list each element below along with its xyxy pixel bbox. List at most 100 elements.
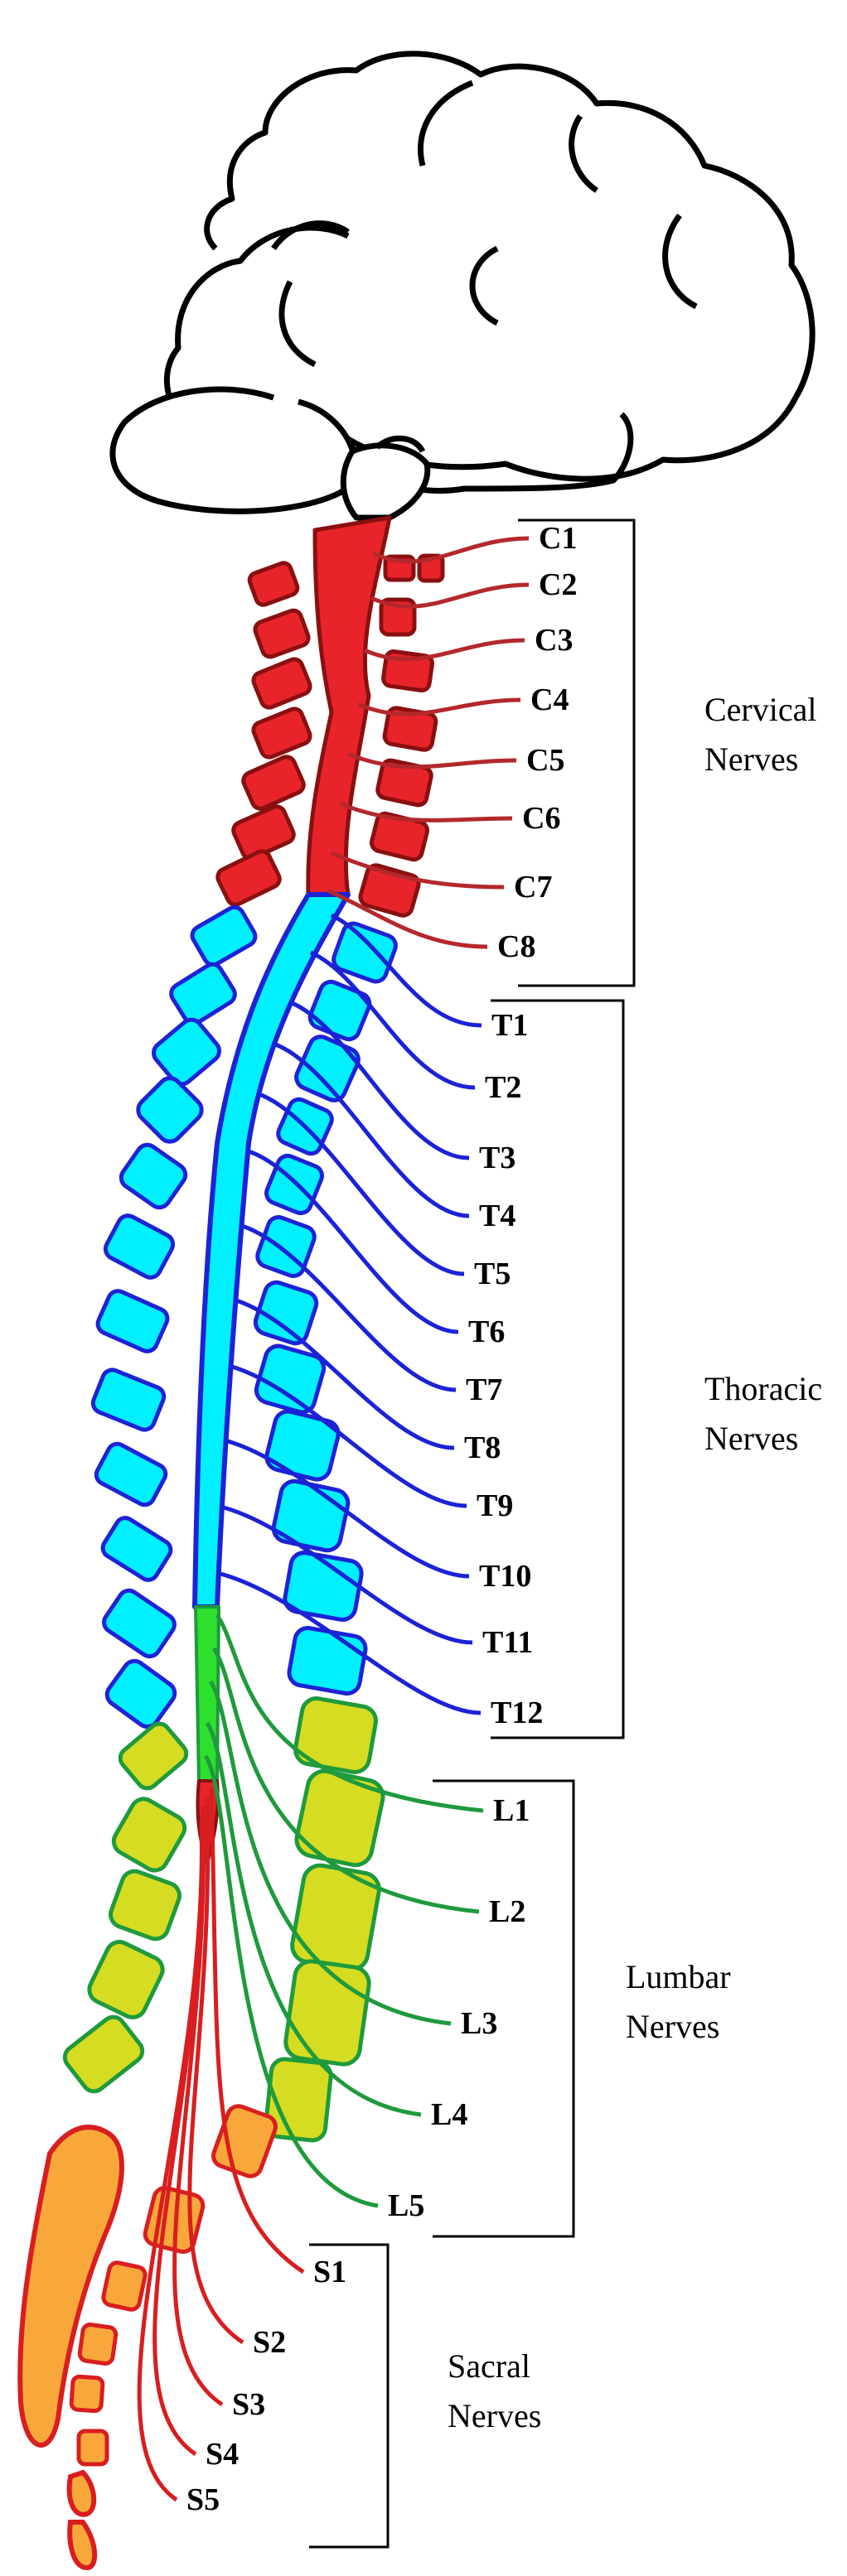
vertebra-right-thoracic: [294, 1035, 361, 1102]
vertebra-left-cervical: [251, 707, 312, 760]
brainstem: [340, 442, 431, 521]
sacrum-segment: [66, 2469, 97, 2517]
vertebra-left-thoracic: [119, 1142, 188, 1210]
nerve-root-s1: [209, 1788, 305, 2275]
vertebra-right-cervical: [375, 758, 433, 808]
nerve-root-t5: [256, 1091, 465, 1276]
vertebra-right-lumbar: [283, 1959, 371, 2067]
label-l5: L5: [388, 2188, 424, 2223]
label-c2: C2: [539, 567, 577, 602]
label-t5: T5: [474, 1257, 511, 1291]
label-s4: S4: [206, 2437, 239, 2472]
vertebra-left-thoracic: [102, 1588, 177, 1659]
nerve-root-c1: [371, 536, 530, 564]
nerve-root-l2: [211, 1647, 480, 1914]
vertebra-left-thoracic: [95, 1289, 170, 1353]
bracket-sacral: [309, 2243, 390, 2549]
nerve-root-c6: [339, 801, 513, 822]
label-l3: L3: [461, 2006, 497, 2041]
vertebra-right-cervical: [382, 706, 438, 752]
label-c8: C8: [497, 929, 535, 964]
vertebra-left-lumbar: [109, 1869, 182, 1942]
vertebra-left-cervical: [247, 561, 300, 607]
vertebra-left-lumbar: [118, 1721, 189, 1791]
nerve-root-l5: [203, 1754, 379, 2208]
nerve-root-t10: [227, 1439, 470, 1579]
region-title-thoracic: Thoracic: [704, 1370, 822, 1407]
nerve-root-t12: [220, 1571, 482, 1715]
region-subtitle-sacral: Nerves: [448, 2397, 541, 2434]
vertebra-left-cervical: [241, 755, 306, 811]
bracket-thoracic: [491, 999, 625, 1739]
vertebra-right-thoracic: [287, 1626, 368, 1696]
vertebra-left-thoracic: [136, 1076, 204, 1144]
vertebra-right-lumbar: [290, 1863, 381, 1972]
nerve-root-c3: [363, 638, 525, 662]
vertebra-right-lumbar: [294, 1768, 385, 1868]
label-s3: S3: [232, 2387, 265, 2422]
vertebra-right-thoracic: [264, 1409, 341, 1482]
nerve-root-c2: [370, 582, 530, 609]
brain-outline: [109, 51, 816, 521]
nerve-root-c4: [356, 697, 521, 716]
label-t3: T3: [479, 1141, 515, 1175]
region-group-labels: CervicalNervesThoracicNervesLumbarNerves…: [448, 691, 822, 2434]
pons: [375, 435, 426, 453]
label-t2: T2: [485, 1070, 521, 1105]
vertebra-left-lumbar: [87, 1940, 165, 2019]
nerve-root-s2: [187, 1797, 244, 2345]
region-title-lumbar: Lumbar: [626, 1958, 731, 1995]
nerve-root-c8: [326, 888, 488, 949]
region-subtitle-cervical: Nerves: [704, 740, 798, 778]
bracket-lumbar: [433, 1779, 575, 2238]
region-title-cervical: Cervical: [704, 691, 817, 728]
vertebra-right-thoracic: [271, 1479, 351, 1553]
vertebra-left-thoracic: [100, 1516, 173, 1582]
vertebra-right-lumbar: [293, 1696, 378, 1774]
sacral-foramen-segment: [76, 2429, 109, 2467]
cerebellum: [109, 386, 358, 514]
label-c4: C4: [530, 683, 569, 717]
sacrum-segment: [17, 2125, 124, 2448]
label-t9: T9: [477, 1488, 513, 1523]
label-l2: L2: [489, 1894, 525, 1929]
vertebra-left-cervical: [251, 657, 312, 710]
vertebra-left-thoracic: [90, 1368, 167, 1432]
label-s1: S1: [313, 2255, 346, 2289]
nerve-root-t11: [223, 1505, 473, 1645]
label-l1: L1: [493, 1793, 530, 1828]
vertebrae-left-column: [17, 561, 312, 2571]
vertebra-left-cervical: [231, 804, 296, 861]
label-t12: T12: [491, 1696, 543, 1730]
vertebra-right-thoracic: [307, 979, 372, 1042]
sacral-foramen-segment: [69, 2374, 105, 2414]
vertebra-right-thoracic: [253, 1280, 319, 1346]
vertebra-left-lumbar: [62, 2014, 145, 2094]
nerve-root-t1: [330, 913, 482, 1028]
vertebrae-right-column: [69, 553, 445, 2467]
nerve-root-t9: [231, 1364, 467, 1508]
sacrum-segment: [67, 2520, 98, 2571]
label-c7: C7: [514, 870, 552, 904]
vertebra-left-thoracic: [169, 962, 237, 1026]
nerve-root-t3: [289, 1000, 470, 1160]
nerve-root-t8: [235, 1298, 455, 1450]
label-t10: T10: [479, 1559, 531, 1594]
label-l4: L4: [431, 2097, 467, 2132]
nerve-root-l3: [208, 1680, 452, 2026]
vertebra-left-thoracic: [103, 1213, 176, 1280]
vertebra-left-lumbar: [111, 1797, 187, 1873]
label-t4: T4: [479, 1199, 515, 1233]
sacral-foramen-segment: [101, 2260, 148, 2312]
label-t7: T7: [466, 1372, 502, 1407]
vertebra-left-thoracic: [190, 904, 258, 967]
label-t11: T11: [482, 1625, 533, 1660]
region-title-sacral: Sacral: [448, 2347, 530, 2385]
vertebra-left-thoracic: [152, 1017, 221, 1087]
region-brackets: [309, 519, 636, 2549]
vertebra-left-cervical: [253, 608, 311, 659]
vertebra-left-thoracic: [104, 1658, 177, 1729]
cerebrum-fold: [271, 80, 698, 368]
